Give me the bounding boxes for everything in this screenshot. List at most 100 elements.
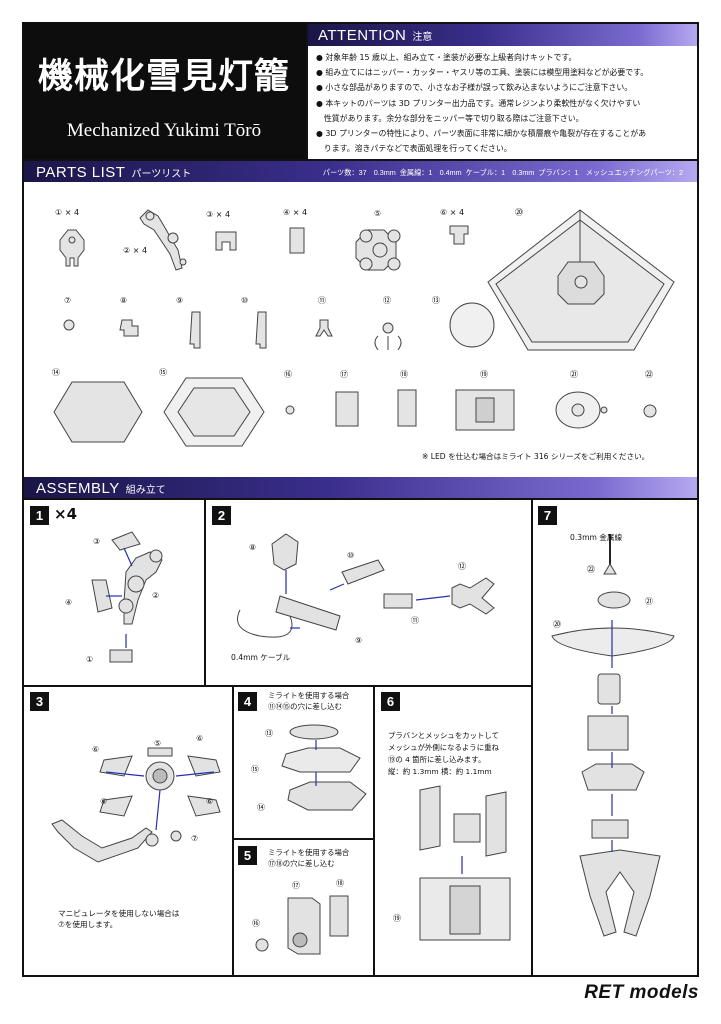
assembly-heading: ASSEMBLY bbox=[36, 480, 120, 497]
part-label-10: ⑩ bbox=[241, 296, 249, 305]
step-7-badge: 7 bbox=[538, 506, 557, 525]
part-21-drawing bbox=[555, 391, 608, 429]
step-4-note: ⑪⑭⑮の穴に差し込む bbox=[268, 702, 342, 711]
part-9-drawing bbox=[189, 311, 201, 349]
part-18-drawing bbox=[397, 389, 417, 427]
step-6-drawing bbox=[419, 785, 511, 941]
step-2-label: ⑩ bbox=[347, 551, 355, 560]
step-5-note: ⑰⑱の穴に差し込む bbox=[268, 859, 335, 868]
title-japanese: 機械化雪見灯籠 bbox=[37, 56, 290, 97]
step-4-label: ⑭ bbox=[257, 803, 265, 812]
step-3-label: ⑦ bbox=[191, 834, 199, 843]
part-label-4: ④ × 4 bbox=[283, 208, 308, 217]
part-22-drawing bbox=[643, 404, 657, 418]
step-7-label: ⑳ bbox=[553, 620, 561, 629]
step-4-badge: 4 bbox=[238, 692, 257, 711]
part-4-drawing bbox=[289, 227, 305, 254]
step-2-badge: 2 bbox=[212, 506, 231, 525]
part-label-12: ⑫ bbox=[383, 296, 391, 305]
attention-line: ● 小さな部品がありますので、小さなお子様が誤って飲み込まないようにご注意下さい… bbox=[316, 83, 633, 93]
part-1-drawing bbox=[59, 229, 85, 267]
divider bbox=[22, 685, 533, 687]
attention-line: 性質があります。余分な部分をニッパー等で切り取る際はご注意下さい。 bbox=[316, 113, 584, 123]
part-3-drawing bbox=[215, 231, 237, 251]
part-13-drawing bbox=[449, 302, 495, 348]
step-3-note: マニピュレータを使用しない場合は bbox=[58, 909, 180, 918]
part-16-drawing bbox=[285, 405, 295, 415]
step-1-label: ④ bbox=[65, 598, 73, 607]
step-3-badge: 3 bbox=[30, 692, 49, 711]
step-2-drawing bbox=[237, 533, 495, 638]
step-1-label: ③ bbox=[93, 537, 101, 546]
brand-logo: RET models bbox=[584, 982, 699, 1003]
attention-heading-jp: 注意 bbox=[412, 32, 433, 43]
attention-line: ● 3D プリンターの特性により、パーツ表面に非常に細かな積層痕や亀裂が存在する… bbox=[316, 129, 647, 139]
step-1-multiplier: ×4 bbox=[54, 505, 78, 523]
step-5-label: ⑯ bbox=[252, 919, 260, 928]
divider bbox=[204, 498, 206, 686]
attention-line: ります。溶きパテなどで表面処理を行ってください。 bbox=[316, 144, 512, 154]
part-label-9: ⑨ bbox=[176, 296, 184, 305]
step-3-label: ⑥ bbox=[196, 734, 204, 743]
step-3-label: ⑤ bbox=[154, 739, 162, 748]
attention-list: ● 対象年齢 15 歳以上、組み立て・塗装が必要な上級者向けキットです。 ● 組… bbox=[316, 50, 694, 156]
step-7-label: ㉑ bbox=[645, 597, 653, 606]
step-2-label: ⑧ bbox=[249, 543, 257, 552]
part-2-drawing bbox=[139, 209, 187, 271]
step-6-badge: 6 bbox=[381, 692, 400, 711]
part-14-drawing bbox=[53, 381, 143, 443]
divider bbox=[22, 498, 699, 500]
step-7-drawing bbox=[551, 534, 675, 937]
part-label-20: ⑳ bbox=[515, 208, 523, 217]
step-6-note: メッシュが外側になるように重ね bbox=[388, 743, 499, 752]
part-label-22: ㉒ bbox=[645, 370, 653, 379]
step-4-label: ⑮ bbox=[251, 765, 259, 774]
step-4-note: ミライトを使用する場合 bbox=[268, 691, 350, 700]
step-5-badge: 5 bbox=[238, 846, 257, 865]
part-label-15: ⑮ bbox=[159, 368, 167, 377]
step-6-note: プラバンとメッシュをカットして bbox=[388, 731, 499, 740]
step-6-label: ⑲ bbox=[393, 914, 401, 923]
attention-line: ● 対象年齢 15 歳以上、組み立て・塗装が必要な上級者向けキットです。 bbox=[316, 53, 577, 62]
attention-line: ● 本キットのパーツは 3D プリンター出力品です。通常レジンより柔軟性がなく欠… bbox=[316, 98, 641, 108]
divider bbox=[232, 838, 374, 840]
step-6-note: ⑲の 4 箇所に差し込みます。 bbox=[388, 755, 486, 764]
step-1-drawing bbox=[91, 531, 163, 663]
step-7-wire-note: 0.3mm 金属線 bbox=[570, 533, 623, 542]
part-label-6: ⑥ × 4 bbox=[440, 208, 465, 217]
step-1-badge: 1 bbox=[30, 506, 49, 525]
part-15-drawing bbox=[163, 377, 265, 447]
part-label-19: ⑲ bbox=[480, 370, 488, 379]
part-label-11: ⑪ bbox=[318, 296, 326, 305]
part-label-17: ⑰ bbox=[340, 370, 348, 379]
step-3-label: ⑥ bbox=[206, 797, 214, 806]
title-block: 機械化雪見灯籠 Mechanized Yukimi Tōrō bbox=[22, 22, 306, 159]
assembly-heading-jp: 組み立て bbox=[125, 485, 166, 496]
divider bbox=[306, 22, 308, 159]
step-4-label: ⑬ bbox=[265, 729, 273, 738]
part-11-drawing bbox=[315, 319, 333, 337]
step-3-drawing bbox=[51, 747, 221, 863]
part-17-drawing bbox=[335, 391, 359, 427]
step-2-cable-note: 0.4mm ケーブル bbox=[231, 653, 291, 662]
led-note: ※ LED を仕込む場合はミライト 316 シリーズをご利用ください。 bbox=[422, 452, 650, 461]
part-label-13: ⑬ bbox=[432, 296, 440, 305]
step-6-note: 縦：約 1.3mm 横：約 1.1mm bbox=[388, 767, 492, 776]
assembly-header: ASSEMBLY 組み立て bbox=[24, 477, 697, 498]
part-label-21: ㉑ bbox=[570, 370, 578, 379]
part-19-drawing bbox=[455, 389, 515, 431]
part-7-drawing bbox=[63, 319, 75, 331]
divider bbox=[531, 498, 533, 977]
divider bbox=[22, 159, 699, 161]
part-12-drawing bbox=[374, 322, 402, 351]
attention-heading: ATTENTION bbox=[318, 27, 407, 44]
parts-drawings bbox=[53, 209, 675, 447]
step-2-label: ⑨ bbox=[355, 636, 363, 645]
step-5-label: ⑱ bbox=[336, 879, 344, 888]
divider bbox=[232, 685, 234, 977]
step-7-label: ㉒ bbox=[587, 565, 595, 574]
step-3-note: ⑦を使用します。 bbox=[58, 920, 118, 929]
step-3-label: ⑥ bbox=[100, 797, 108, 806]
